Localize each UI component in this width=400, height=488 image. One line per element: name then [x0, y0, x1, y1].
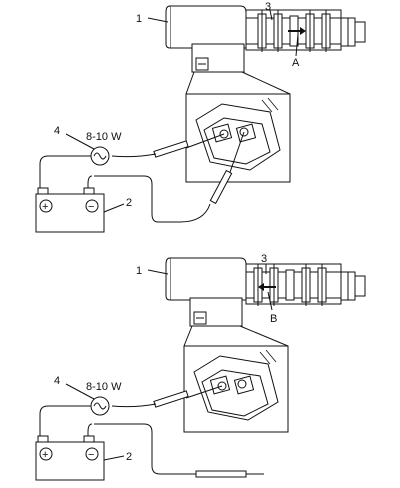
bottom-battery-positive: +: [42, 449, 48, 461]
top-callout-valve: 1: [136, 13, 142, 25]
top-leader-a: [295, 33, 299, 57]
bottom-callout-arrow: B: [270, 313, 277, 325]
bottom-leader-b: [267, 291, 273, 311]
bottom-callout-valve: 1: [136, 265, 142, 277]
top-diagram: 1 3 A 4 8-10 W 2 + −: [35, 1, 366, 233]
top-callout-spool: 3: [265, 1, 271, 13]
top-battery: [35, 187, 125, 233]
bottom-connector-detail: [183, 325, 289, 433]
bottom-battery-negative: −: [88, 449, 94, 461]
bottom-leader-1: [147, 269, 169, 275]
bottom-callout-battery: 2: [126, 451, 132, 463]
top-connector-detail: [185, 71, 291, 183]
top-battery-positive: +: [42, 201, 48, 213]
top-callout-battery: 2: [126, 197, 132, 209]
bottom-valve-body: [165, 257, 366, 327]
bottom-callout-bulb: 4: [54, 375, 60, 387]
bottom-diagram: 1 3 B 4 8-10 W 2 + −: [35, 253, 366, 481]
bottom-callout-spool: 3: [261, 253, 267, 265]
bottom-wattage-label: 8-10 W: [86, 381, 122, 393]
bottom-spool-lands: [253, 264, 327, 306]
top-valve-body: [165, 5, 366, 73]
top-leader-3: [269, 9, 273, 21]
top-wattage-label: 8-10 W: [86, 131, 122, 143]
top-leader-1: [147, 17, 169, 23]
bottom-bulb: [39, 383, 110, 440]
top-callout-arrow: A: [292, 57, 300, 69]
top-battery-negative: −: [88, 201, 94, 213]
top-callout-bulb: 4: [54, 125, 60, 137]
bottom-test-leads: [87, 385, 264, 478]
top-test-leads: [87, 131, 245, 223]
top-bulb: [39, 133, 110, 192]
bottom-battery: [35, 435, 125, 481]
